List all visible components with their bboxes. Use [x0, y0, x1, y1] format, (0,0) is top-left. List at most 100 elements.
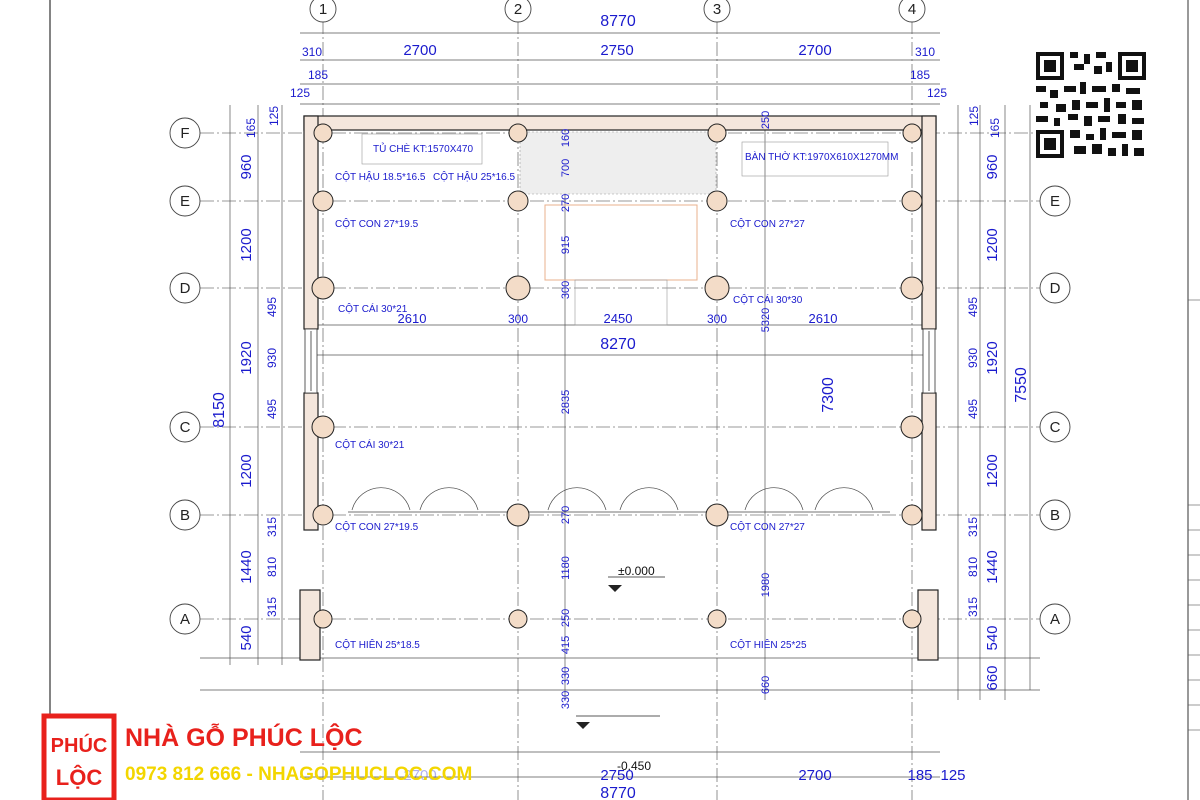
- dim-left-540: 540: [238, 625, 255, 650]
- axis-row-c-right: C: [1050, 419, 1061, 436]
- label-cot-hau-1: CỘT HẬU 18.5*16.5: [335, 170, 426, 183]
- axis-row-e-right: E: [1050, 193, 1060, 210]
- altar-box: [741, 141, 889, 177]
- dim-col3-5320: 5320: [760, 308, 772, 332]
- columns: [311, 123, 924, 629]
- dim-top-310-right: 310: [915, 45, 935, 59]
- dim-center-330-a: 330: [560, 667, 572, 685]
- label-cot-con-b-left: CỘT CON 27*19.5: [335, 520, 419, 533]
- dim-right-960: 960: [984, 154, 1001, 179]
- level-arrow-icon: [608, 585, 622, 592]
- right-dimensions: 125 165 960 1200 495 930 1920 495 1200 3…: [966, 106, 1030, 691]
- dim-left-495-bottom: 495: [265, 399, 279, 419]
- axis-bubbles: [169, 0, 1071, 635]
- dim-right-165: 165: [988, 118, 1002, 138]
- dim-top-span-2: 2750: [600, 42, 633, 59]
- dim-inner-300-right: 300: [707, 312, 727, 326]
- dim-top-310-left: 310: [302, 45, 322, 59]
- dim-inner-300-left: 300: [508, 312, 528, 326]
- dim-top-125-left: 125: [290, 86, 310, 100]
- dim-center-700: 700: [560, 159, 572, 177]
- dim-right-660: 660: [984, 665, 1001, 690]
- axis-col-4: 4: [908, 1, 916, 18]
- brand-phone: 0973 812 666 - NHAGOPHUCLOC.COM: [125, 764, 472, 785]
- level-zero: ±0.000: [618, 564, 655, 578]
- dim-col3-660: 660: [760, 676, 772, 694]
- dim-right-930: 930: [966, 348, 980, 368]
- level-arrow-icon-2: [576, 722, 590, 729]
- dim-right-810: 810: [966, 557, 980, 577]
- dim-center-300: 300: [560, 281, 572, 299]
- annotation-labels: TỦ CHÈ KT:1570X470 BÀN THỜ KT:1970X610X1…: [335, 142, 898, 651]
- dim-top-185-left: 185: [308, 68, 328, 82]
- label-cot-hau-2: CỘT HẬU 25*16.5: [433, 170, 516, 183]
- label-cot-con-e-right: CỘT CON 27*27: [730, 217, 805, 230]
- dim-center-250: 250: [560, 609, 572, 627]
- label-cot-cai-d-right: CỘT CÁI 30*30: [733, 293, 803, 306]
- dim-bottom-185: 185: [907, 767, 932, 784]
- level-minus: -0.450: [617, 759, 651, 773]
- label-cot-cai-d-left: CỘT CÁI 30*21: [338, 302, 408, 315]
- dim-left-1440: 1440: [238, 550, 255, 583]
- altar-zone: [519, 131, 717, 195]
- bottom-dimensions: 2700 2750 2700 185 125 8770: [403, 767, 965, 800]
- dim-center-1180: 1180: [560, 556, 572, 580]
- dim-bottom-125: 125: [940, 767, 965, 784]
- dim-left-495-top: 495: [265, 297, 279, 317]
- dim-right-1920: 1920: [984, 341, 1001, 374]
- brand-name: NHÀ GỖ PHÚC LỘC: [125, 722, 363, 752]
- dimension-lines: [200, 32, 1040, 778]
- level-markers: ±0.000 -0.450: [576, 564, 665, 773]
- dim-center-330-b: 330: [560, 691, 572, 709]
- dim-right-total: 7550: [1013, 367, 1030, 403]
- dim-center-270-top: 270: [560, 194, 572, 212]
- label-cot-hien-left: CỘT HIÊN 25*18.5: [335, 638, 420, 651]
- axis-col-3: 3: [713, 1, 721, 18]
- grid-lines: [200, 20, 1040, 800]
- dim-right-315-top: 315: [966, 517, 980, 537]
- door-swings: [348, 487, 890, 513]
- label-cot-hien-right: CỘT HIÊN 25*25: [730, 638, 807, 651]
- dim-bottom-partial: 2700: [403, 767, 436, 784]
- label-altar: BÀN THỜ KT:1970X610X1270MM: [745, 150, 898, 163]
- axis-col-1: 1: [319, 1, 327, 18]
- label-tea-cabinet: TỦ CHÈ KT:1570X470: [373, 142, 473, 155]
- axis-row-a: A: [180, 611, 190, 628]
- label-cot-cai-c: CỘT CÁI 30*21: [335, 438, 405, 451]
- dim-left-125: 125: [267, 106, 281, 126]
- axis-row-d-right: D: [1050, 280, 1061, 297]
- inner-dimensions: 2610 300 2450 300 2610 8270 7300: [398, 311, 838, 413]
- walls: [299, 115, 939, 661]
- dim-center-915: 915: [560, 236, 572, 254]
- side-windows: [304, 328, 936, 394]
- dim-left-315-bottom: 315: [265, 597, 279, 617]
- dim-left-1920: 1920: [238, 341, 255, 374]
- dim-inner-2610-right: 2610: [809, 311, 838, 326]
- qr-code-icon: [1034, 50, 1148, 160]
- brand-logo: PHÚC LỘC: [41, 713, 117, 800]
- dim-center-2835: 2835: [560, 390, 572, 414]
- dim-left-315-top: 315: [265, 517, 279, 537]
- dim-left-930: 930: [265, 348, 279, 368]
- dim-left-1200-bottom: 1200: [238, 454, 255, 487]
- axis-row-d: D: [180, 280, 191, 297]
- axis-row-b: B: [180, 507, 190, 524]
- dim-right-315-bottom: 315: [966, 597, 980, 617]
- axis-row-c: C: [180, 419, 191, 436]
- axis-col-2: 2: [514, 1, 522, 18]
- dim-right-540: 540: [984, 625, 1001, 650]
- dim-right-495-bottom: 495: [966, 399, 980, 419]
- dim-col3-1980: 1980: [760, 573, 772, 597]
- dim-left-total: 8150: [211, 392, 228, 428]
- dim-top-185-right: 185: [910, 68, 930, 82]
- label-cot-con-e-left: CỘT CON 27*19.5: [335, 217, 419, 230]
- dim-left-960: 960: [238, 154, 255, 179]
- dim-center-160: 160: [560, 129, 572, 147]
- dim-top-span-1: 2700: [403, 42, 436, 59]
- top-dimensions: 8770 2700 2750 2700 310 185 125 310 185 …: [290, 13, 947, 100]
- logo-top-text: PHÚC: [51, 733, 108, 757]
- axis-row-f: F: [180, 125, 189, 142]
- title-block-edge: [1188, 299, 1200, 731]
- dim-top-total: 8770: [600, 13, 636, 30]
